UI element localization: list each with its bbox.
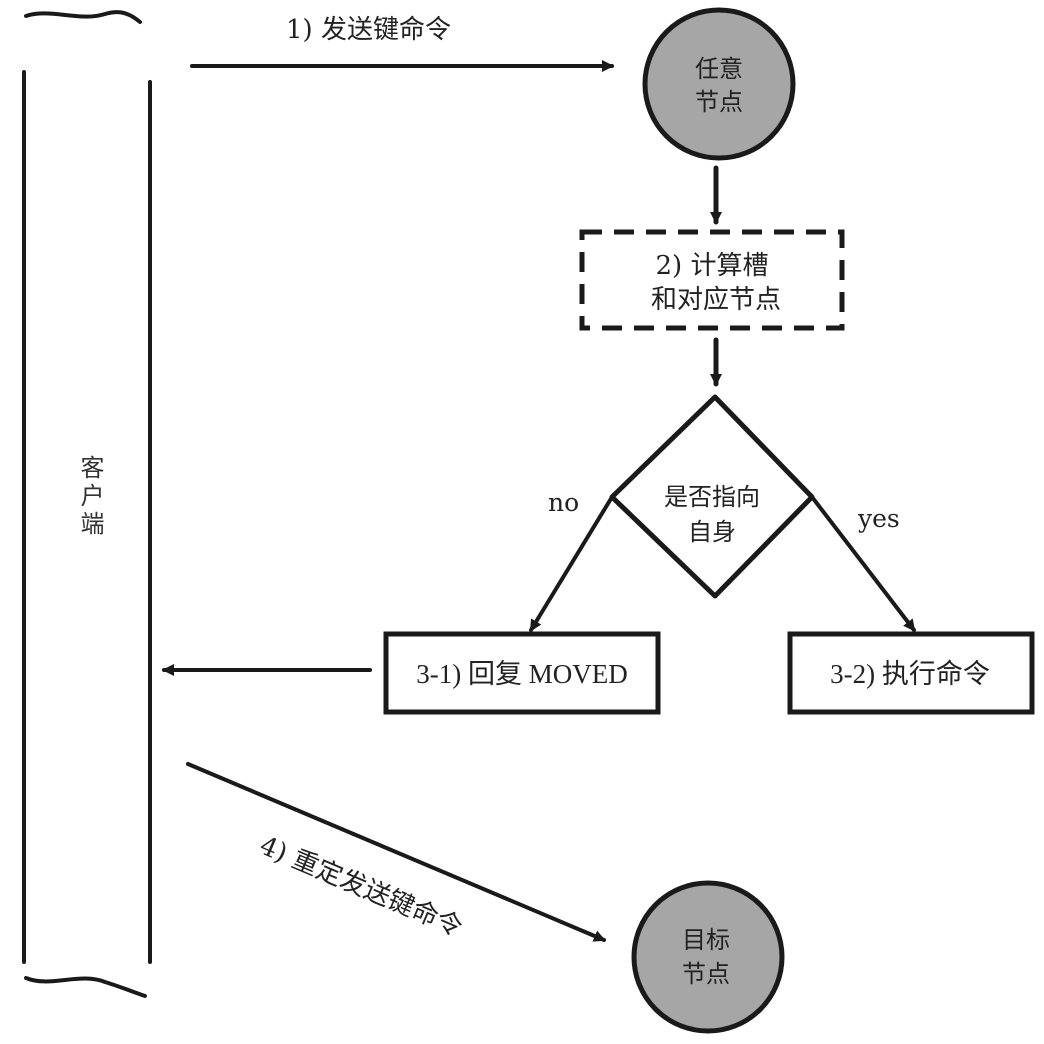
no-branch-arrow bbox=[529, 495, 614, 632]
yes-branch-arrow bbox=[810, 495, 916, 632]
no-label: no bbox=[548, 488, 579, 517]
target-node: 目标 节点 bbox=[631, 880, 785, 1034]
redirect-arrow bbox=[186, 762, 606, 942]
send-command-label: 1) 发送键命令 bbox=[286, 15, 451, 45]
calc-slot-label-line2: 和对应节点 bbox=[651, 285, 781, 315]
decision-label-line2: 自身 bbox=[688, 518, 736, 546]
calc-slot-box: 2) 计算槽 和对应节点 bbox=[579, 229, 845, 331]
yes-label: yes bbox=[857, 504, 900, 533]
decision-label-line1: 是否指向 bbox=[664, 483, 760, 511]
execute-command-box: 3-2) 执行命令 bbox=[787, 631, 1035, 715]
calc-slot-label-line1: 2) 计算槽 bbox=[656, 251, 769, 281]
any-node: 任意 节点 bbox=[642, 7, 796, 161]
reply-moved-label: 3-1) 回复 MOVED bbox=[416, 659, 627, 689]
client-label: 客户端 bbox=[76, 455, 104, 539]
any-node-label-line1: 任意 bbox=[695, 55, 743, 83]
target-node-label-line2: 节点 bbox=[682, 960, 730, 988]
client-lifeline bbox=[22, 10, 152, 998]
redirect-label: 4) 重定发送键命令 bbox=[255, 831, 466, 943]
target-node-label-line1: 目标 bbox=[682, 926, 730, 954]
execute-command-label: 3-2) 执行命令 bbox=[830, 659, 990, 689]
decision-diamond: 是否指向 自身 bbox=[609, 394, 815, 599]
any-node-label-line2: 节点 bbox=[695, 88, 743, 116]
reply-moved-box: 3-1) 回复 MOVED bbox=[383, 631, 661, 715]
